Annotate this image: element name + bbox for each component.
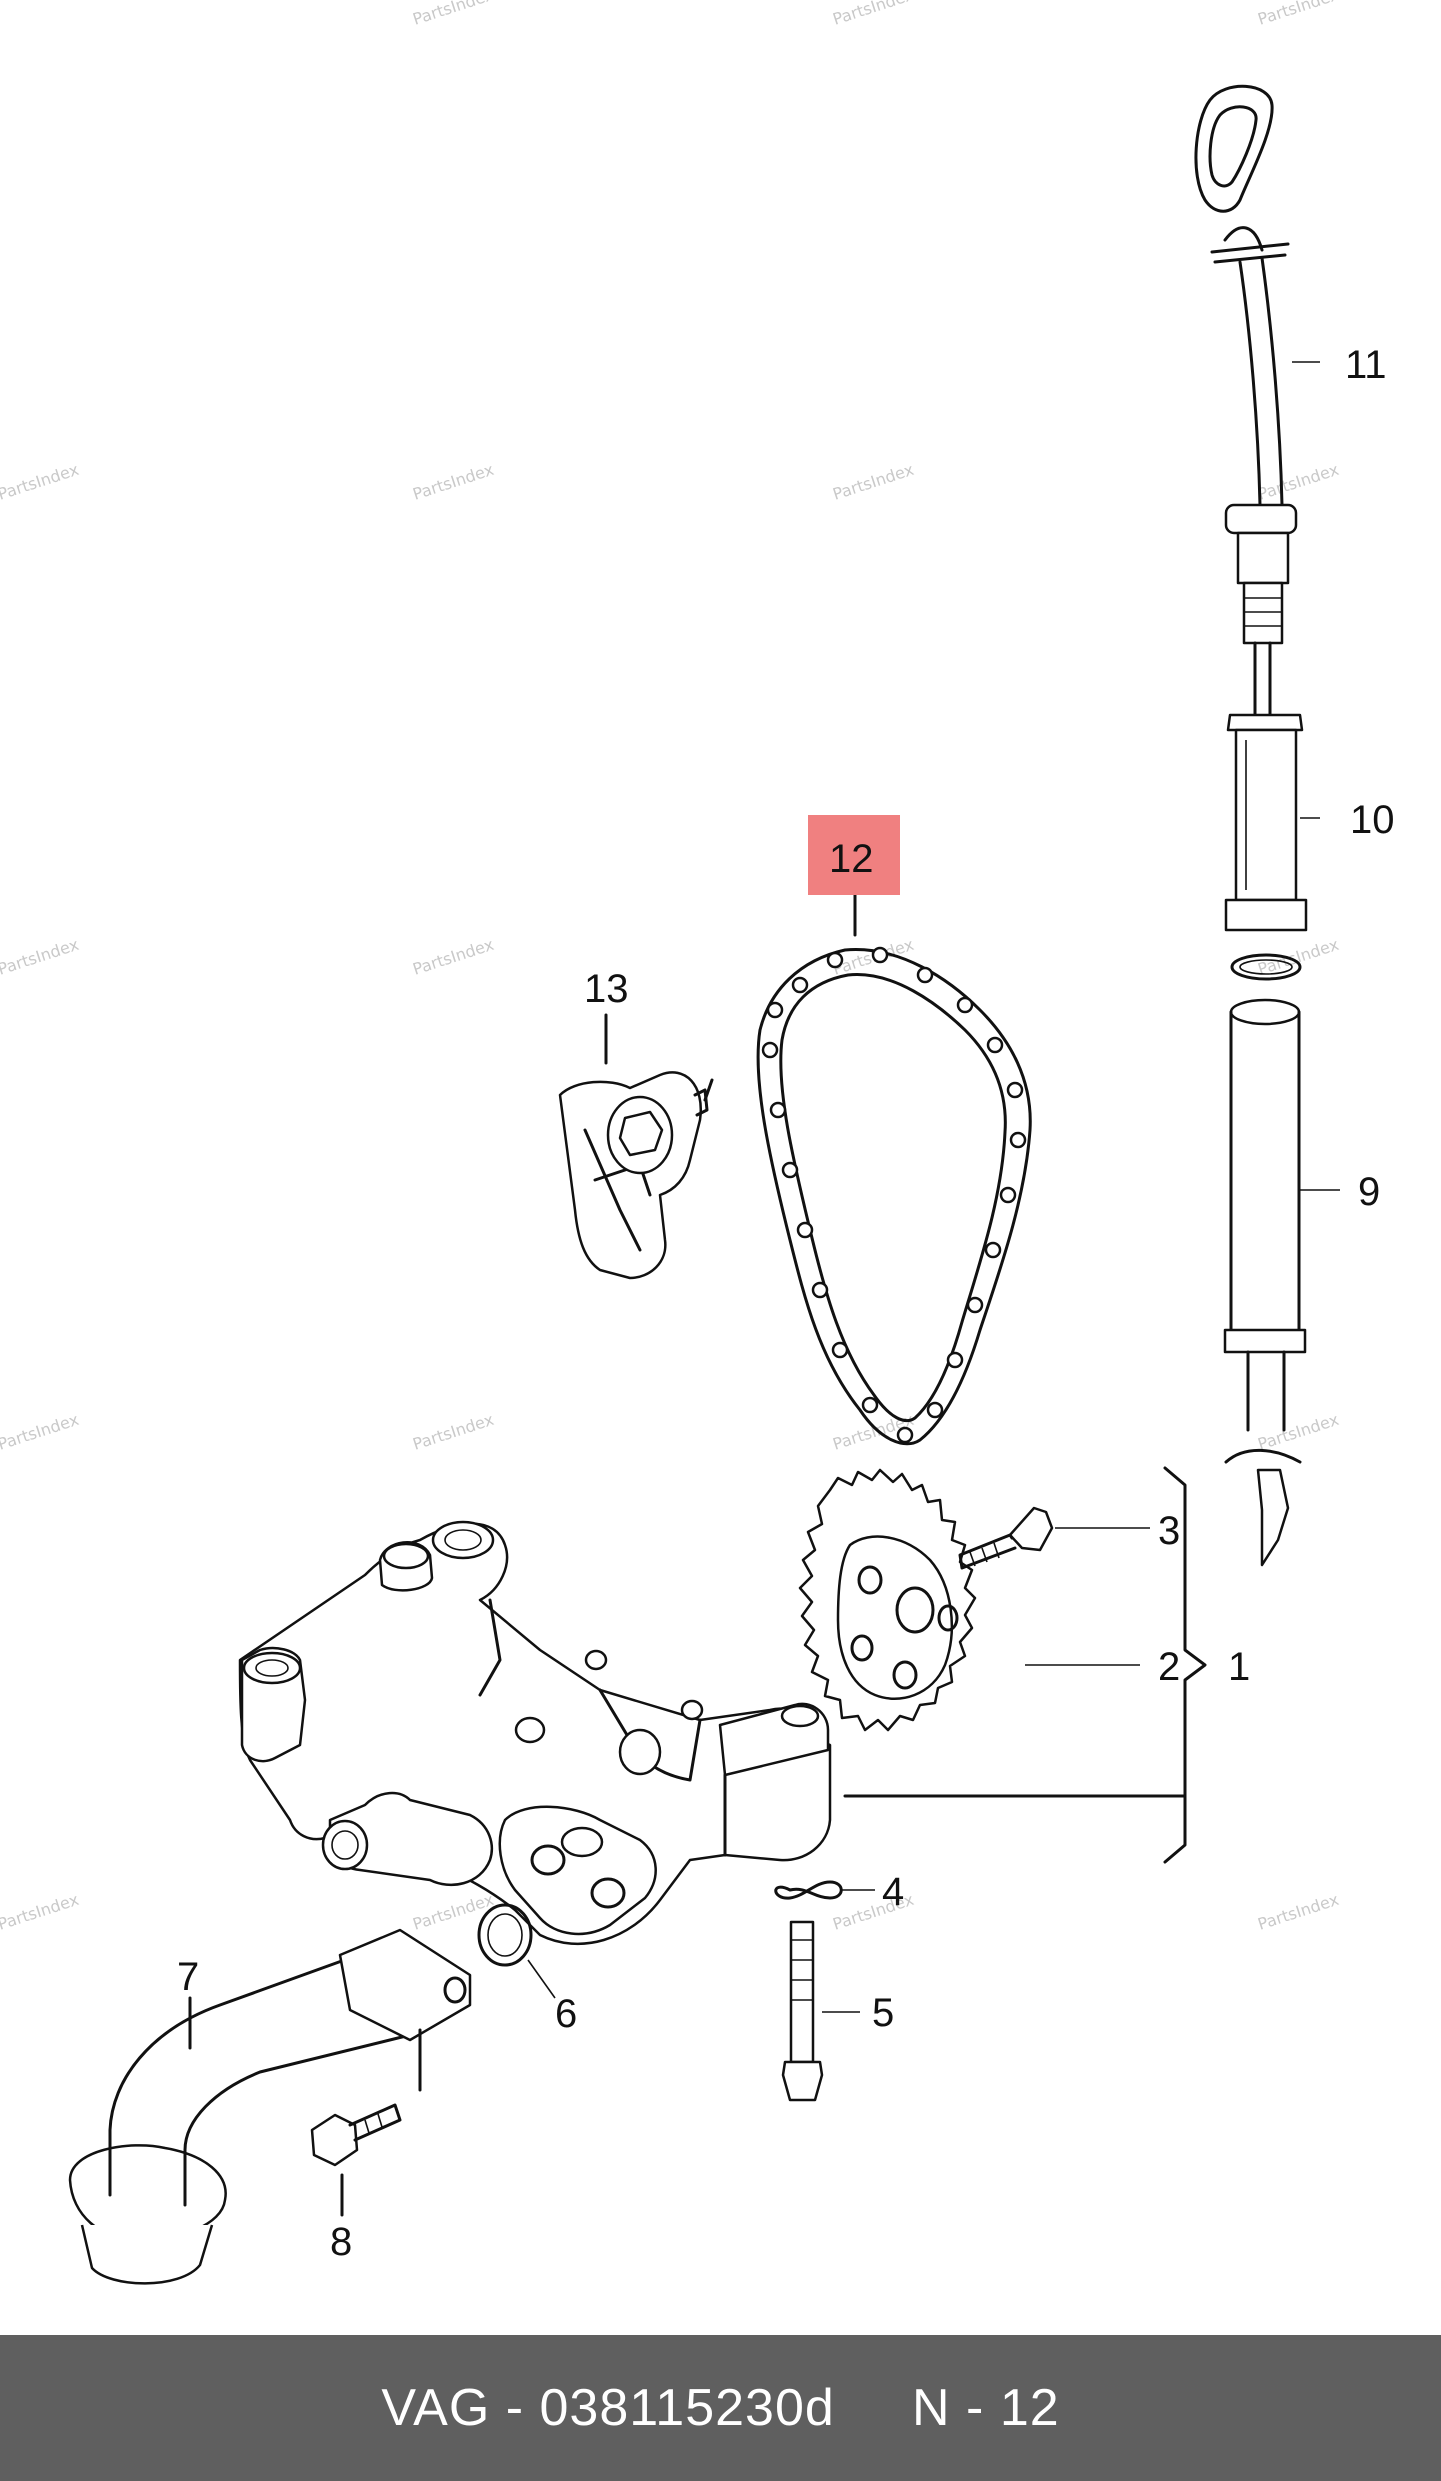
callout-8[interactable]: 8 [330, 2220, 352, 2264]
assembly-bracket-part-1 [843, 1466, 1207, 1864]
callout-10[interactable]: 10 [1350, 798, 1395, 842]
guide-tube-part-10[interactable] [1224, 713, 1320, 932]
oil-pump-housing[interactable] [238, 1520, 832, 1946]
callout-labels: 1 2 3 4 5 6 7 8 9 10 11 12 13 [177, 343, 1395, 2264]
highlight-box [808, 815, 900, 895]
chain-tensioner-part-13[interactable] [558, 1013, 714, 1280]
watermark: PartsIndex [1255, 0, 1341, 29]
chain-links [761, 946, 1027, 1444]
bolt-part-8[interactable] [310, 2103, 402, 2217]
oil-pickup-part-7[interactable] [68, 1928, 472, 2285]
seal-ring-part-6[interactable] [477, 1903, 556, 1999]
watermark: PartsIndex [830, 0, 916, 29]
callout-13[interactable]: 13 [584, 967, 629, 1011]
callout-1[interactable]: 1 [1228, 1645, 1250, 1689]
watermark: PartsIndex [1255, 1890, 1341, 1934]
callout-12-highlight [808, 815, 900, 895]
bolt-part-5[interactable] [781, 1920, 860, 2102]
callout-6[interactable]: 6 [555, 1992, 577, 2036]
callout-7[interactable]: 7 [177, 1955, 199, 1999]
watermark: PartsIndex [410, 935, 496, 979]
callout-5[interactable]: 5 [872, 1991, 894, 2035]
watermark: PartsIndex [410, 0, 496, 29]
watermark: PartsIndex [0, 460, 81, 504]
watermark: PartsIndex [410, 1890, 496, 1934]
watermark: PartsIndex [0, 1890, 81, 1934]
clip-part-4[interactable] [774, 1880, 875, 1900]
watermark: PartsIndex [830, 460, 916, 504]
part-number-footer: VAG - 038115230d N - 12 [0, 2335, 1441, 2481]
sprocket-part-2[interactable] [798, 1468, 1140, 1732]
dipstick-part-11[interactable] [1194, 84, 1320, 717]
bolt-part-3[interactable] [958, 1506, 1150, 1570]
o-ring[interactable] [1230, 953, 1302, 981]
callout-4[interactable]: 4 [882, 1870, 904, 1914]
callout-11[interactable]: 11 [1345, 343, 1387, 387]
watermark: PartsIndex [410, 1410, 496, 1454]
parts-diagram: PartsIndex PartsIndex PartsIndex PartsIn… [0, 0, 1395, 2285]
callout-9[interactable]: 9 [1358, 1170, 1380, 1214]
callout-2[interactable]: 2 [1158, 1645, 1180, 1689]
part-number-text: VAG - 038115230d N - 12 [381, 2379, 1060, 2437]
timing-chain-part-12[interactable] [756, 891, 1032, 1446]
watermark: PartsIndex [0, 1410, 81, 1454]
guide-tube-part-9[interactable] [1223, 998, 1340, 1567]
callout-3[interactable]: 3 [1158, 1509, 1180, 1553]
callout-12[interactable]: 12 [829, 837, 874, 881]
watermark: PartsIndex [1255, 1410, 1341, 1454]
watermark-group: PartsIndex PartsIndex PartsIndex PartsIn… [0, 0, 1341, 1934]
watermark: PartsIndex [410, 460, 496, 504]
watermark: PartsIndex [0, 935, 81, 979]
watermark: PartsIndex [1255, 460, 1341, 504]
